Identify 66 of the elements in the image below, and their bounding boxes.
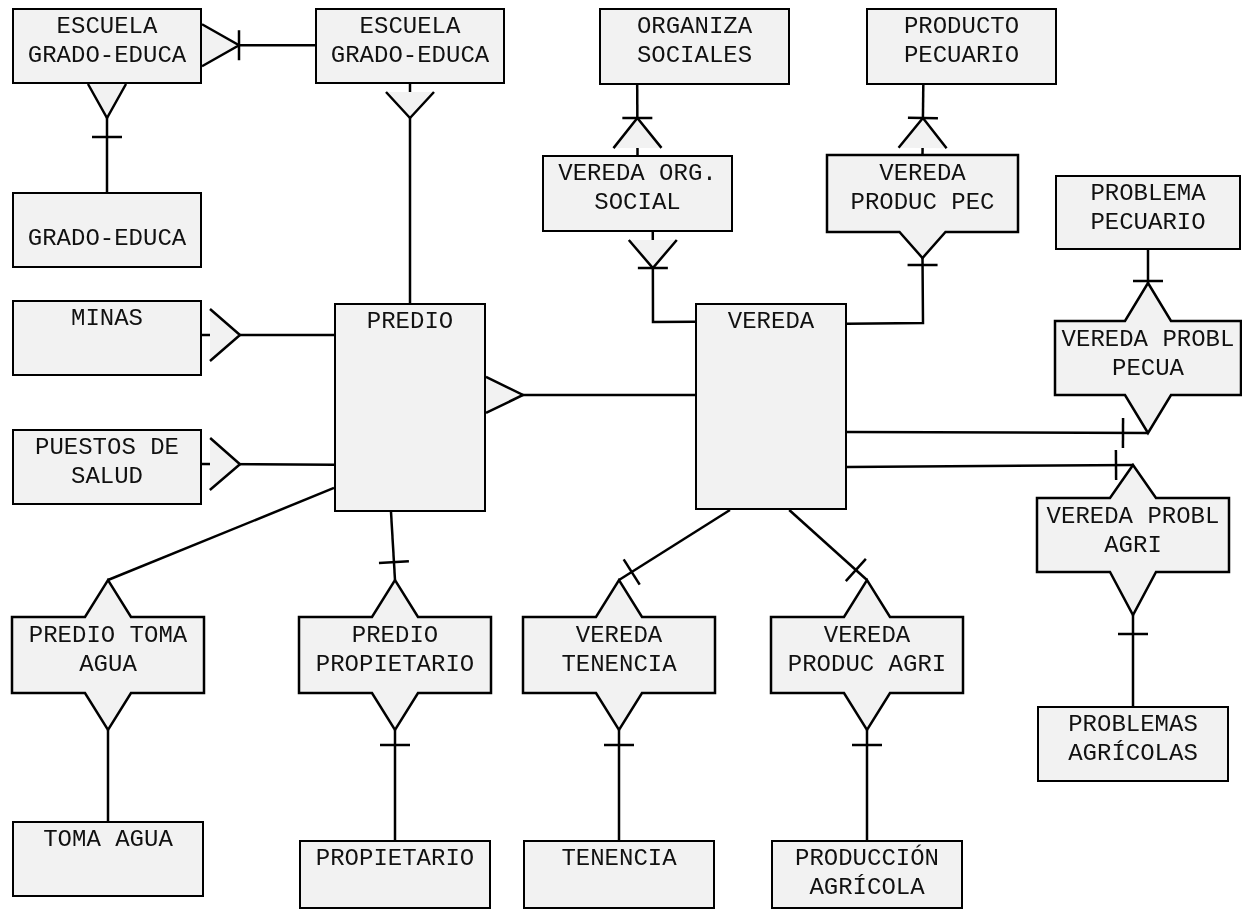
relationship-line: [627, 232, 695, 324]
entity-box: [334, 303, 486, 512]
entity-name: VEREDA PROBL AGRI: [1045, 502, 1221, 560]
entity-name: ESCUELA GRADO-EDUCA: [329, 11, 491, 70]
relationship-box: [12, 580, 204, 730]
entity-name: VEREDA ORG. SOCIAL: [557, 158, 718, 217]
entity-name: PROPIETARIO: [314, 843, 476, 873]
entity-name: MINAS: [70, 303, 144, 333]
entity-name: VEREDA PROBL PECUA: [1060, 325, 1236, 383]
entity-name: PRODUCTO PECUARIO: [902, 11, 1021, 70]
relationship-line: [897, 85, 948, 155]
relationship-line: [384, 84, 436, 303]
entity-box: [542, 155, 733, 232]
entity-name: VEREDA PRODUC AGRI: [786, 621, 948, 679]
relationship-box: [1055, 283, 1241, 433]
entity-name: PREDIO TOMA AGUA: [27, 621, 189, 679]
entity-name: GRADO-EDUCA: [26, 223, 188, 253]
relationship-line: [602, 730, 636, 840]
entity-box: [1037, 706, 1229, 782]
entity-name: VEREDA: [726, 306, 816, 336]
entity-name: PREDIO PROPIETARIO: [314, 621, 476, 679]
relationship-line: [1131, 250, 1165, 283]
entity-name: TOMA AGUA: [42, 824, 174, 854]
entity-box: [599, 8, 790, 85]
entity-box: [12, 192, 202, 268]
entity-box: [771, 840, 963, 909]
relationship-line: [378, 730, 412, 840]
relationship-line: [202, 436, 334, 492]
relationship-box: [827, 155, 1018, 258]
entity-name: VEREDA PRODUC PEC: [849, 159, 996, 217]
relationship-line: [847, 258, 939, 325]
relationship-line: [612, 85, 663, 155]
entity-name: PROBLEMA PECUARIO: [1089, 178, 1207, 237]
relationship-box: [523, 580, 715, 730]
relationship-line: [202, 307, 334, 363]
entity-box: [299, 840, 491, 909]
relationship-line: [850, 730, 884, 840]
entity-name: VEREDA TENENCIA: [560, 621, 678, 679]
entity-box: [12, 821, 204, 897]
relationship-line: [377, 511, 411, 581]
relationship-line: [847, 448, 1133, 482]
relationship-line: [106, 730, 110, 821]
relationship-line: [86, 82, 128, 192]
entity-name: PROBLEMAS AGRÍCOLAS: [1067, 709, 1199, 768]
relationship-box: [1037, 465, 1229, 615]
relationship-line: [1116, 615, 1150, 706]
entity-name: TENENCIA: [560, 843, 678, 873]
entity-box: [12, 429, 202, 505]
entity-box: [12, 300, 202, 376]
entity-box: [866, 8, 1057, 85]
entity-name: ESCUELA GRADO-EDUCA: [26, 11, 188, 70]
entity-name: PRODUCCIÓN AGRÍCOLA: [794, 843, 940, 902]
entity-name: PREDIO: [365, 306, 455, 336]
entity-name: ORGANIZA SOCIALES: [635, 11, 754, 70]
relationship-box: [771, 580, 963, 730]
relationship-line: [618, 508, 731, 586]
relationship-line: [847, 416, 1148, 450]
entity-box: [1055, 175, 1241, 250]
relationship-box: [299, 580, 491, 730]
entity-name: PUESTOS DE SALUD: [34, 432, 180, 491]
entity-box: [695, 303, 847, 510]
entity-box: [523, 840, 715, 909]
relationship-line: [788, 509, 868, 583]
entity-box: [12, 8, 202, 84]
relationship-line: [107, 486, 335, 582]
entity-box: [315, 8, 505, 84]
